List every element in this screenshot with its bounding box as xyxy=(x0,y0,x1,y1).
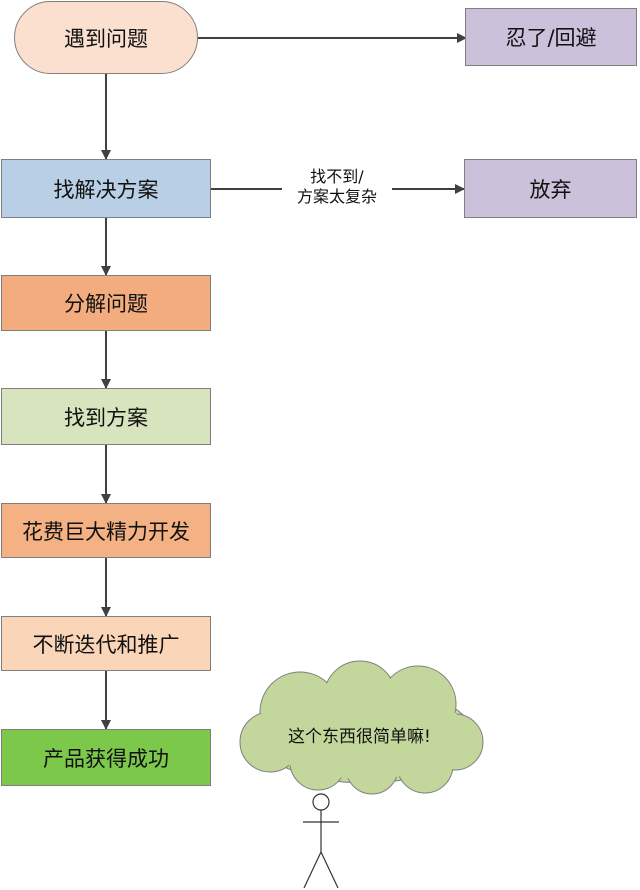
node-success: 产品获得成功 xyxy=(1,729,211,786)
stick-figure xyxy=(303,793,339,889)
node-effort: 花费巨大精力开发 xyxy=(1,503,211,558)
cloud-text: 这个东西很简单嘛! xyxy=(288,727,431,747)
node-problem: 遇到问题 xyxy=(14,1,198,74)
node-tolerate: 忍了/回避 xyxy=(465,8,637,66)
edge-label-line2: 方案太复杂 xyxy=(296,187,377,206)
node-iterate: 不断迭代和推广 xyxy=(1,616,211,671)
node-find-solution: 找解决方案 xyxy=(1,159,211,218)
node-decompose: 分解问题 xyxy=(1,275,211,331)
node-found-solution: 找到方案 xyxy=(1,388,211,445)
edge-label-line1: 找不到/ xyxy=(310,167,364,186)
node-give-up: 放弃 xyxy=(464,159,637,218)
edge-label-not-found: 找不到/ 方案太复杂 xyxy=(282,167,392,207)
